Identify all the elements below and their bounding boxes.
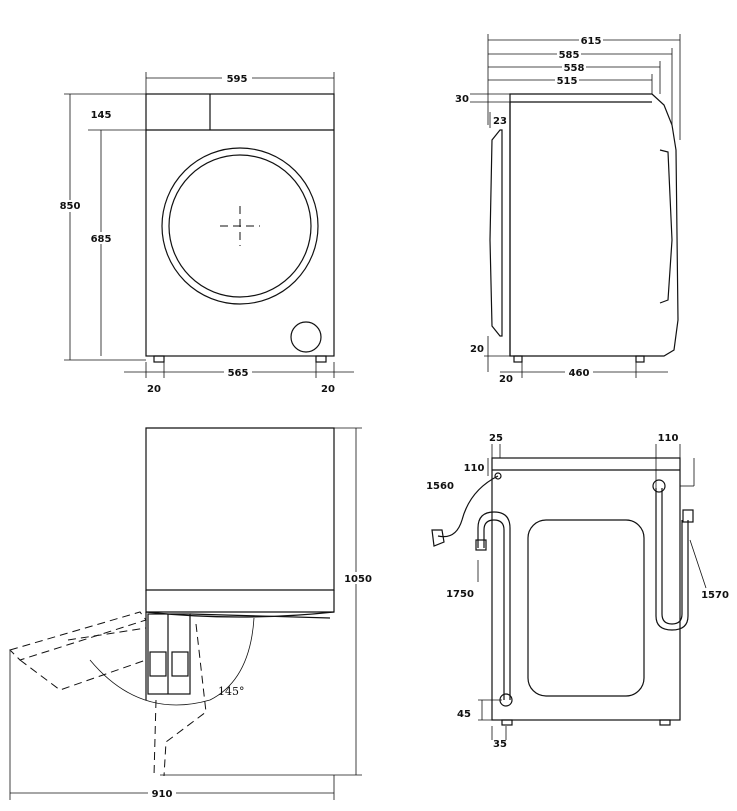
power-cable-entry xyxy=(494,472,502,480)
dim-side-top: 30 xyxy=(455,94,469,105)
open-hinge-a xyxy=(149,651,167,677)
side-foot-front xyxy=(513,355,523,363)
rear-panel xyxy=(527,519,645,697)
open-lid-dashed xyxy=(9,611,147,661)
front-body-outline xyxy=(145,93,335,357)
side-foot-rear xyxy=(635,355,645,363)
dim-gap xyxy=(562,61,586,73)
dim-gap xyxy=(222,72,252,84)
inlet-hose-outer xyxy=(655,488,689,631)
dim-side-558: 558 xyxy=(564,63,585,74)
dim-gap xyxy=(565,366,593,378)
dim-side-foot-front: 20 xyxy=(499,374,513,385)
dim-gap xyxy=(88,232,114,244)
dim-front-foot-right: 20 xyxy=(321,384,335,395)
dim-rear-drain-height: 45 xyxy=(457,709,471,720)
open-body-outline xyxy=(145,427,335,591)
dim-side-bottom: 20 xyxy=(470,344,484,355)
open-door-swing-left xyxy=(153,699,157,777)
drain-hose-end xyxy=(475,539,487,551)
dim-side-foot-span: 460 xyxy=(569,368,590,379)
open-top-band xyxy=(145,590,335,613)
dim-front-width: 595 xyxy=(227,74,248,85)
dim-gap xyxy=(555,74,579,86)
open-hinge-b xyxy=(171,651,189,677)
dim-gap xyxy=(557,48,581,60)
rear-body-outline xyxy=(491,457,681,721)
rear-foot-right xyxy=(659,719,671,726)
side-body-outline xyxy=(509,93,679,357)
power-cable xyxy=(437,475,499,538)
front-filter-cover xyxy=(290,321,322,353)
open-angle-arc xyxy=(89,617,255,706)
side-door-profile xyxy=(489,129,503,337)
rear-view: 25 110 1560 1750 110 1570 45 35 xyxy=(426,433,729,750)
dim-rear-drain-offset: 35 xyxy=(493,739,507,750)
dim-open-height: 1050 xyxy=(344,574,372,585)
dim-rear-drain-hose: 1750 xyxy=(446,589,474,600)
dim-gap xyxy=(579,34,603,46)
dim-side-515: 515 xyxy=(557,76,578,87)
inlet-hose-end xyxy=(682,509,694,523)
front-view: 595 850 145 685 565 20 20 xyxy=(58,72,354,395)
open-lid-ridge xyxy=(67,627,147,641)
drain-hose-outer xyxy=(477,511,511,700)
inlet-hose-inner xyxy=(661,488,683,625)
front-door-outer xyxy=(161,147,319,305)
open-top-rim xyxy=(189,613,331,619)
dim-rear-inlet-offset: 110 xyxy=(658,433,679,444)
dim-gap xyxy=(224,366,252,378)
front-foot-right xyxy=(315,355,327,363)
dim-side-585: 585 xyxy=(559,50,580,61)
side-view: 615 585 558 515 30 23 20 460 20 xyxy=(455,34,681,385)
dim-front-door-height: 685 xyxy=(91,234,112,245)
dim-gap xyxy=(148,787,176,799)
power-plug xyxy=(431,529,445,547)
dim-rear-inlet-hose: 1570 xyxy=(701,590,729,601)
open-lid-side-dashed xyxy=(19,659,147,691)
dim-gap xyxy=(58,200,84,212)
dim-open-depth: 910 xyxy=(152,789,173,800)
door-open-view: 145° 1050 910 xyxy=(9,427,372,800)
front-door-inner xyxy=(168,154,312,298)
dim-front-height: 850 xyxy=(60,201,81,212)
front-foot-left xyxy=(153,355,165,363)
dim-front-top-panel: 145 xyxy=(91,110,112,121)
dim-front-foot-left: 20 xyxy=(147,384,161,395)
dim-rear-left-offset: 25 xyxy=(489,433,503,444)
open-hinge-block xyxy=(147,613,191,695)
open-door-swing-dashed xyxy=(163,623,207,777)
inlet-valve xyxy=(652,479,666,493)
drain-hose-inner xyxy=(483,519,505,700)
dim-open-angle: 145° xyxy=(218,685,245,698)
dim-rear-cable-height: 110 xyxy=(464,463,485,474)
side-rear-bulge xyxy=(659,149,673,304)
dim-rear-cable-length: 1560 xyxy=(426,481,454,492)
dim-front-foot-span: 565 xyxy=(228,368,249,379)
dim-side-door-offset: 23 xyxy=(493,116,507,127)
dim-gap xyxy=(342,572,372,584)
dim-leader xyxy=(689,539,707,589)
rear-foot-left xyxy=(501,719,513,726)
dim-side-615: 615 xyxy=(581,36,602,47)
